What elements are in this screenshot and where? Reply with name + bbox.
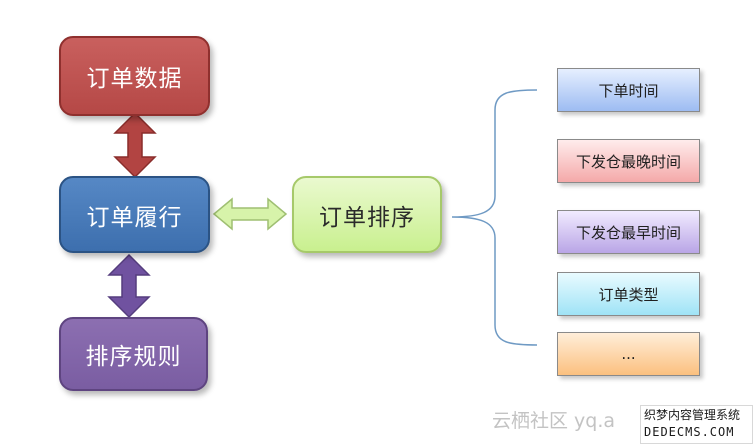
order-fulfillment-label: 订单履行 xyxy=(86,204,183,231)
order-data-node: 订单数据 xyxy=(59,36,210,116)
option-label: ... xyxy=(621,345,636,363)
option-label: 下单时间 xyxy=(598,81,659,100)
option-more: ... xyxy=(557,332,700,376)
option-earliest-warehouse-time: 下发仓最早时间 xyxy=(557,210,700,254)
purple-double-arrow xyxy=(107,253,151,319)
order-sort-node: 订单排序 xyxy=(292,176,442,253)
red-double-arrow xyxy=(113,111,157,179)
option-label: 订单类型 xyxy=(598,285,659,304)
order-sort-label: 订单排序 xyxy=(319,204,415,231)
order-data-label: 订单数据 xyxy=(86,66,183,92)
option-latest-warehouse-time: 下发仓最晚时间 xyxy=(557,139,700,183)
option-label: 下发仓最早时间 xyxy=(575,223,681,242)
watermark-text: 云栖社区 yq.a xyxy=(492,410,616,432)
option-order-time: 下单时间 xyxy=(557,68,700,112)
stamp-line-1: 织梦内容管理系统 xyxy=(644,408,741,422)
curly-brace xyxy=(451,89,538,346)
sort-rules-node: 排序规则 xyxy=(59,317,208,391)
option-label: 下发仓最晚时间 xyxy=(575,152,681,171)
watermark-stamp: 织梦内容管理系统 DEDECMS.COM xyxy=(640,405,753,444)
stamp-line-2: DEDECMS.COM xyxy=(644,425,735,439)
sort-rules-label: 排序规则 xyxy=(85,344,182,370)
green-double-arrow xyxy=(212,197,288,231)
option-order-type: 订单类型 xyxy=(557,272,700,316)
order-fulfillment-node: 订单履行 xyxy=(59,176,210,253)
